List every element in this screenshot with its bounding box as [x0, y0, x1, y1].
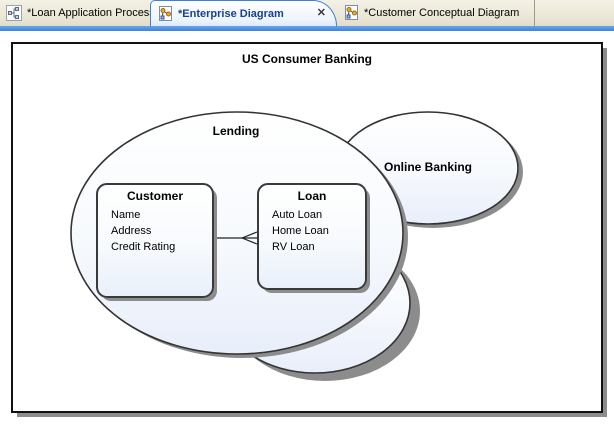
tab-label: *Customer Conceptual Diagram	[364, 7, 520, 19]
entity-title: Customer	[126, 189, 183, 203]
tab-customer-conceptual-diagram[interactable]: *Customer Conceptual Diagram	[337, 0, 534, 26]
lending-label: Lending	[212, 124, 260, 138]
attribute-item: Address	[111, 225, 152, 237]
entity-title: Loan	[297, 189, 327, 203]
editor-tab-bar: *Loan Application Process *Enterprise Di…	[0, 0, 614, 26]
loan-entity[interactable]: Loan Auto Loan Home Loan RV Loan	[257, 183, 367, 290]
diagram-title: US Consumer Banking	[241, 52, 373, 66]
close-icon[interactable]: ✕	[316, 7, 326, 19]
attribute-list: Auto Loan Home Loan RV Loan	[259, 207, 365, 255]
tab-label: *Loan Application Process	[27, 7, 155, 19]
diagram-icon	[343, 5, 359, 21]
process-diagram-icon	[6, 5, 22, 21]
attribute-item: RV Loan	[272, 241, 315, 253]
attribute-item: Auto Loan	[272, 209, 323, 221]
online-banking-label: Online Banking	[383, 160, 472, 174]
tab-enterprise-diagram[interactable]: *Enterprise Diagram ✕	[150, 0, 337, 26]
editor-top-border	[0, 26, 614, 31]
tab-label: *Enterprise Diagram	[178, 7, 284, 20]
diagram-icon	[157, 5, 173, 22]
tabbar-separator	[534, 0, 535, 26]
attribute-item: Home Loan	[272, 225, 329, 237]
customer-entity[interactable]: Customer Name Address Credit Rating	[96, 183, 214, 298]
customer-loan-connector[interactable]	[214, 231, 258, 245]
attribute-item: Name	[111, 209, 141, 221]
attribute-item: Credit Rating	[111, 241, 176, 253]
attribute-list: Name Address Credit Rating	[98, 207, 212, 255]
tab-loan-application-process[interactable]: *Loan Application Process	[0, 0, 155, 26]
